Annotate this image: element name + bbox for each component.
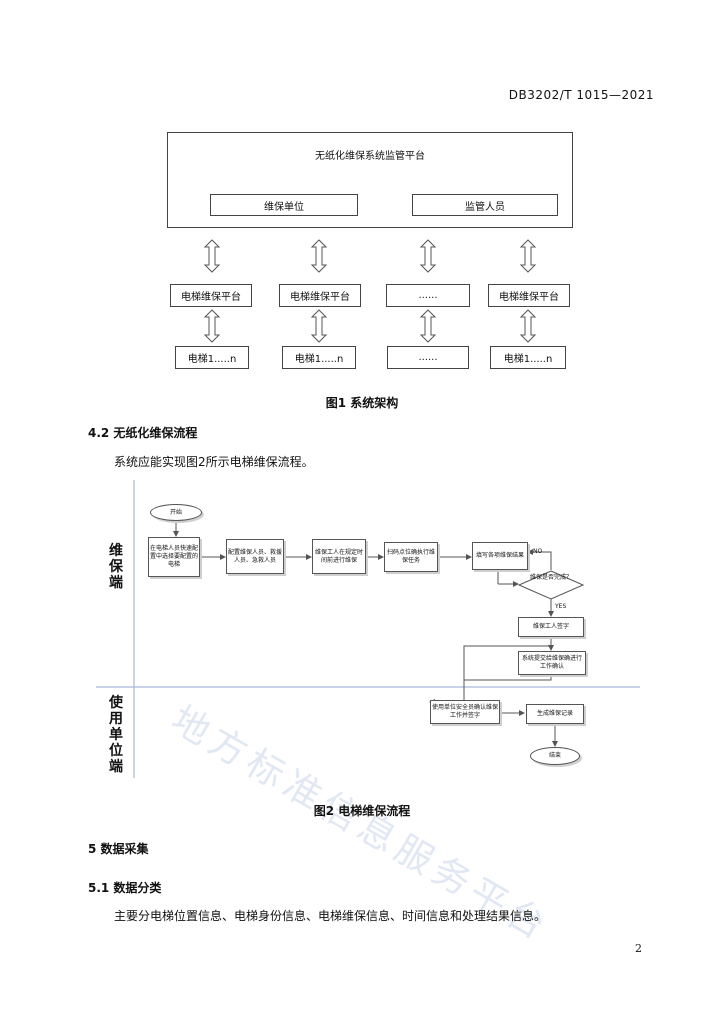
figure2-connectors — [96, 480, 640, 778]
section-5-heading: 5 数据采集 — [88, 842, 149, 856]
flow-start: 开始 — [150, 504, 202, 521]
document-code: DB3202/T 1015—2021 — [508, 88, 654, 102]
section-4-2-heading: 4.2 无纸化维保流程 — [88, 426, 198, 440]
lane-label-user-unit: 使用单位端 — [109, 695, 123, 775]
lane-label-maintenance: 维保端 — [109, 543, 123, 591]
flow-submit-confirm: 系统提交给维保确进行工作确认 — [518, 651, 586, 675]
section-5-1-heading: 5.1 数据分类 — [88, 881, 162, 895]
label-no: NO — [533, 548, 543, 555]
flow-decision-diamond — [518, 570, 584, 600]
elevator-platform-box-1: 电梯维保平台 — [170, 284, 252, 307]
flow-user-confirm: 使用单位安全员确认维保工作并签字 — [430, 700, 500, 724]
flow-fill-results: 填写各项维保结果 — [472, 542, 528, 570]
platform-title: 无纸化维保系统监管平台 — [315, 151, 425, 162]
supervisor-box: 监管人员 — [412, 194, 558, 216]
flow-worker-sign: 维保工人签字 — [518, 617, 584, 637]
label-yes: YES — [555, 603, 567, 610]
elevator-box-4: 电梯1.....n — [490, 346, 566, 369]
elevator-platform-box-3: ...... — [386, 284, 470, 307]
flow-worker-maintain: 维保工人在规定时间前进行维保 — [312, 539, 366, 574]
elevator-box-3: ...... — [387, 346, 469, 369]
flow-assign-staff: 配置维保人员、救援人员、急救人员 — [226, 539, 284, 574]
page-number: 2 — [635, 942, 642, 955]
maintenance-unit-box: 维保单位 — [210, 194, 358, 216]
section-4-2-text: 系统应能实现图2所示电梯维保流程。 — [114, 455, 314, 469]
elevator-box-1: 电梯1.....n — [175, 346, 249, 369]
figure2-caption: 图2 电梯维保流程 — [313, 804, 411, 818]
elevator-box-2: 电梯1.....n — [282, 346, 356, 369]
elevator-platform-box-2: 电梯维保平台 — [279, 284, 361, 307]
section-5-1-text: 主要分电梯位置信息、电梯身份信息、电梯维保信息、时间信息和处理结果信息。 — [114, 909, 547, 923]
flow-select-elevator: 在电梯人员快速配置中选择要配置的电梯 — [148, 537, 200, 577]
figure1-caption: 图1 系统架构 — [325, 396, 399, 410]
elevator-platform-box-4: 电梯维保平台 — [488, 284, 570, 307]
flow-decision-label: 维保是否完成？ — [530, 574, 573, 581]
flow-scan-task: 扫码点位确执行维保任务 — [384, 542, 438, 572]
flow-generate-record: 生成维保记录 — [526, 704, 584, 724]
supervision-platform-box: 无纸化维保系统监管平台 维保单位 监管人员 — [167, 132, 573, 228]
flow-end: 结束 — [530, 747, 580, 765]
